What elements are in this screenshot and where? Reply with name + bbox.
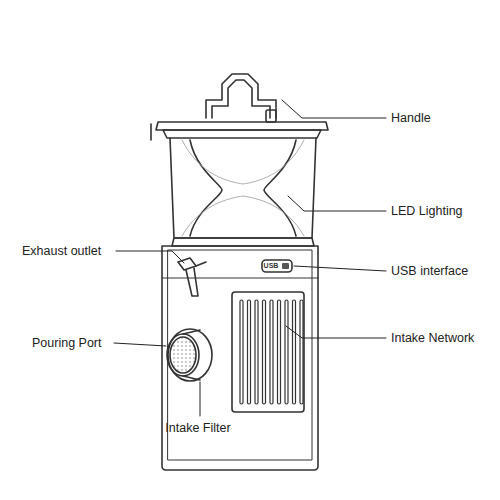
grille-slot <box>285 300 288 404</box>
grille-slot <box>278 300 281 404</box>
led-globe <box>170 138 316 246</box>
part-label: Intake Filter <box>165 421 230 436</box>
grille-slot <box>263 300 266 404</box>
part-label: Intake Network <box>391 331 474 346</box>
grille-slot <box>255 300 258 404</box>
part-label: Exhaust outlet <box>22 244 101 259</box>
stray-mark <box>150 124 152 140</box>
usb-port <box>262 260 292 272</box>
grille-slot <box>240 300 243 404</box>
port-marking: USB <box>264 262 279 270</box>
grille-slot <box>248 300 251 404</box>
grille-slot <box>300 300 303 404</box>
grille-slot <box>293 300 296 404</box>
intake-network <box>232 292 304 412</box>
exhaust-lever <box>186 268 198 296</box>
part-label: LED Lighting <box>391 204 463 219</box>
lid <box>156 122 328 138</box>
handle <box>206 74 276 122</box>
leader-lines <box>114 100 386 416</box>
part-label: Pouring Port <box>32 336 101 351</box>
base-housing <box>162 246 318 470</box>
part-label: Handle <box>391 111 431 126</box>
pouring-port <box>167 329 212 381</box>
part-label: USB interface <box>391 264 468 279</box>
grille-slot <box>270 300 273 404</box>
